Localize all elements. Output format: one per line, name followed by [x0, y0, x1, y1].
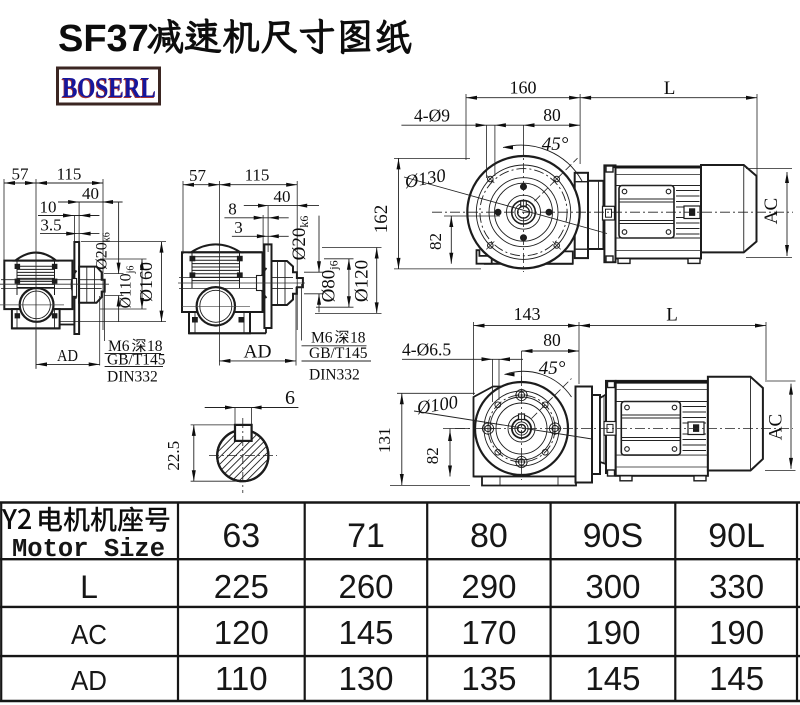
svg-text:Motor Size: Motor Size [12, 535, 165, 564]
svg-text:SF37: SF37 [58, 18, 149, 60]
svg-text:143: 143 [514, 304, 541, 324]
svg-text:AD: AD [244, 343, 272, 363]
svg-text:6: 6 [285, 387, 295, 409]
svg-text:82: 82 [426, 233, 445, 250]
svg-text:Ø110j6: Ø110j6 [118, 266, 137, 309]
svg-text:DIN332: DIN332 [309, 367, 360, 384]
svg-text:Ø160: Ø160 [136, 262, 156, 302]
svg-text:L: L [666, 305, 678, 326]
svg-text:330: 330 [709, 568, 764, 605]
svg-text:160: 160 [510, 78, 537, 98]
svg-text:40: 40 [82, 184, 99, 203]
svg-text:80: 80 [470, 517, 508, 555]
svg-text:18: 18 [147, 338, 163, 355]
svg-text:190: 190 [709, 614, 764, 651]
svg-text:130: 130 [338, 660, 393, 697]
svg-text:260: 260 [338, 568, 393, 605]
svg-text:BOSERL: BOSERL [61, 73, 155, 105]
svg-text:135: 135 [461, 660, 516, 697]
svg-text:L: L [664, 78, 676, 99]
svg-text:170: 170 [461, 614, 516, 651]
svg-text:8: 8 [228, 200, 237, 219]
svg-text:BOSERL: BOSERL [62, 72, 156, 104]
svg-text:63: 63 [222, 517, 260, 555]
svg-text:80: 80 [543, 330, 561, 350]
svg-text:110: 110 [215, 660, 268, 697]
svg-text:AC: AC [761, 198, 782, 224]
svg-text:190: 190 [585, 614, 640, 651]
svg-text:Ø80j6: Ø80j6 [319, 260, 341, 302]
svg-text:90S: 90S [583, 517, 644, 555]
svg-text:145: 145 [585, 660, 640, 697]
svg-text:71: 71 [347, 517, 385, 555]
svg-text:AC: AC [71, 619, 107, 650]
svg-text:131: 131 [375, 428, 394, 454]
svg-text:145: 145 [338, 614, 393, 651]
svg-text:DIN332: DIN332 [107, 369, 158, 386]
svg-text:162: 162 [371, 205, 392, 234]
svg-text:115: 115 [245, 166, 270, 185]
svg-text:45°: 45° [539, 358, 566, 379]
svg-text:AD: AD [57, 346, 78, 365]
svg-text:M6: M6 [108, 338, 130, 355]
svg-text:300: 300 [585, 568, 640, 605]
svg-text:22.5: 22.5 [164, 441, 183, 471]
svg-text:90L: 90L [708, 517, 765, 555]
svg-text:GB/T145: GB/T145 [107, 352, 166, 369]
svg-text:M6: M6 [311, 330, 333, 347]
svg-text:45°: 45° [542, 134, 569, 155]
svg-text:AD: AD [71, 665, 107, 696]
svg-text:10: 10 [40, 198, 57, 217]
svg-text:Ø120: Ø120 [352, 260, 373, 302]
svg-text:120: 120 [214, 614, 269, 651]
svg-text:115: 115 [57, 165, 82, 184]
svg-text:3: 3 [234, 218, 243, 237]
svg-text:AC: AC [766, 414, 787, 440]
svg-text:L: L [80, 569, 98, 605]
svg-text:145: 145 [709, 660, 764, 697]
svg-text:GB/T145: GB/T145 [309, 345, 368, 362]
svg-text:57: 57 [12, 165, 30, 184]
svg-text:4-Ø6.5: 4-Ø6.5 [402, 340, 451, 360]
svg-text:4-Ø9: 4-Ø9 [414, 106, 450, 126]
svg-text:290: 290 [461, 568, 516, 605]
svg-text:57: 57 [189, 166, 207, 185]
svg-text:80: 80 [543, 105, 561, 125]
svg-text:40: 40 [274, 187, 291, 206]
svg-text:225: 225 [214, 568, 269, 605]
svg-text:3.5: 3.5 [40, 216, 61, 235]
svg-text:82: 82 [423, 447, 442, 464]
svg-text:18: 18 [350, 330, 366, 347]
